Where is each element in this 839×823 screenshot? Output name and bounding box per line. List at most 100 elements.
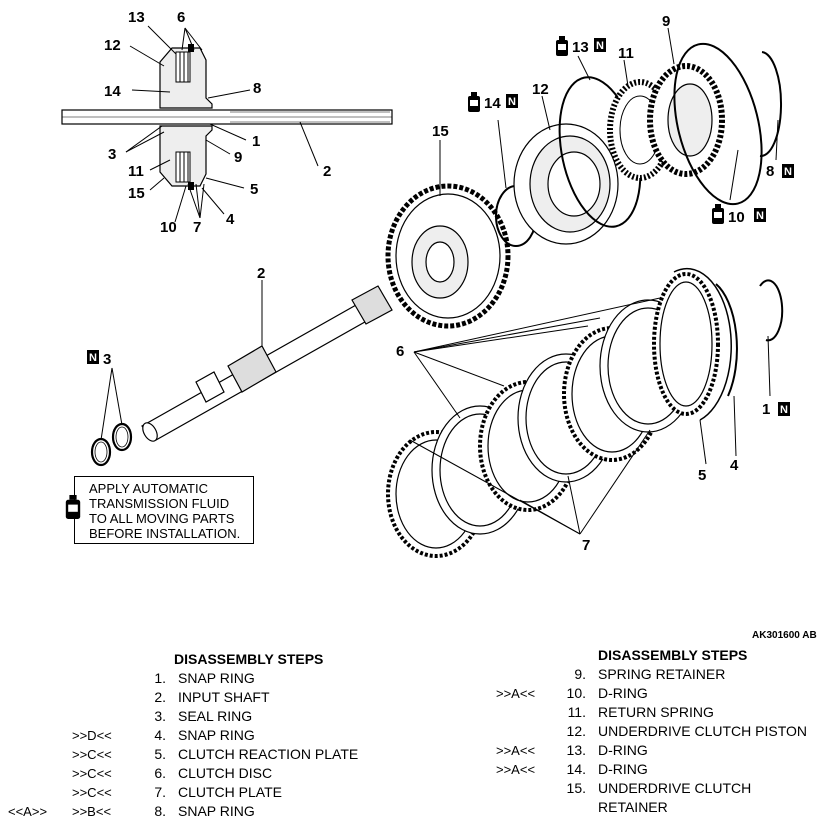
- step-row: >>C<<6.CLUTCH DISC: [8, 764, 358, 783]
- callout-2-shaft: 2: [257, 265, 265, 282]
- step-label: D-RING: [598, 761, 648, 777]
- step-label: UNDERDRIVE CLUTCH: [598, 780, 752, 796]
- step-row: 9.SPRING RETAINER: [496, 665, 807, 684]
- step-label: SNAP RING: [178, 727, 255, 743]
- step-number: 5.: [154, 746, 166, 762]
- reaction-plate-and-snap-rings: [673, 267, 784, 465]
- oilcan-icon-13: [556, 36, 568, 56]
- callout-14: 14: [104, 83, 121, 100]
- svg-text:N: N: [780, 404, 788, 416]
- callout-4-snapring: 4: [730, 457, 739, 474]
- step-label: CLUTCH DISC: [178, 765, 273, 781]
- callout-7: 7: [193, 219, 201, 236]
- callout-9-retainer: 9: [662, 13, 670, 30]
- step-number: 4.: [154, 727, 166, 743]
- callout-8: 8: [253, 80, 261, 97]
- step-row: 3. SEAL RING: [8, 707, 358, 726]
- step-label: SNAP RING: [178, 803, 255, 819]
- callout-13-dring: 13: [572, 39, 589, 56]
- underdrive-clutch-retainer: [385, 140, 511, 329]
- svg-text:N: N: [508, 96, 516, 108]
- step-mark-install: [72, 669, 132, 688]
- figure-id: AK301600 AB: [752, 630, 817, 641]
- exploded-view-diagram: 13 6 12 14 8 1 2 3 9 11 15 5 10 7 4 2 N …: [61, 9, 794, 558]
- callout-2: 2: [323, 163, 331, 180]
- callout-4: 4: [226, 211, 235, 228]
- step-mark-install: [72, 707, 132, 726]
- step-row: >>C<<5.CLUTCH REACTION PLATE: [8, 745, 358, 764]
- step-row: 1. SNAP RING: [8, 669, 358, 688]
- svg-text:N: N: [89, 352, 97, 364]
- step-mark-install: [496, 665, 552, 684]
- callout-5: 5: [250, 181, 258, 198]
- callout-10: 10: [160, 219, 177, 236]
- steps-heading-right: DISASSEMBLY STEPS: [598, 647, 748, 663]
- step-mark-removal: [8, 688, 72, 707]
- step-mark-install: >>B<<: [72, 804, 112, 819]
- step-mark-install: >>A<<: [496, 762, 536, 777]
- callout-1-snapring: 1: [762, 401, 770, 418]
- n-mark-13: [594, 38, 606, 52]
- step-mark-install: >>A<<: [496, 743, 536, 758]
- step-mark-install: [496, 703, 552, 722]
- step-row: 15. UNDERDRIVE CLUTCH: [496, 779, 807, 798]
- disassembly-steps-left: DISASSEMBLY STEPS 1. SNAP RING 2.INPUT SHA…: [8, 650, 358, 821]
- step-label: CLUTCH REACTION PLATE: [178, 746, 359, 762]
- step-mark-removal: [8, 707, 72, 726]
- step-mark-removal: <<A>>: [8, 804, 48, 819]
- step-row: >>A<< 13. D-RING: [496, 741, 807, 760]
- callout-15: 15: [128, 185, 145, 202]
- step-mark-removal: [8, 783, 72, 802]
- step-row: >>A<< 14. D-RING: [496, 760, 807, 779]
- step-mark-install: >>C<<: [72, 785, 112, 800]
- step-number: 7.: [154, 784, 166, 800]
- clutch-pack: [386, 272, 720, 558]
- oilcan-icon: [65, 495, 81, 519]
- step-number: 13.: [566, 742, 586, 758]
- callout-6-disc: 6: [396, 343, 404, 360]
- step-row-continued: RETAINER: [496, 798, 807, 817]
- step-number: 15.: [566, 780, 586, 796]
- step-number: 12.: [566, 723, 586, 739]
- n-mark-3: [87, 350, 99, 364]
- n-mark-10: [754, 208, 766, 222]
- step-mark-install: [496, 722, 552, 741]
- callout-11: 11: [128, 163, 144, 180]
- callout-12-piston: 12: [532, 81, 549, 98]
- n-mark-1: [778, 402, 790, 416]
- callout-6: 6: [177, 9, 185, 26]
- step-number: 1.: [154, 670, 166, 686]
- step-row: 2.INPUT SHAFT: [8, 688, 358, 707]
- step-mark-removal: [8, 669, 72, 688]
- step-label: UNDERDRIVE CLUTCH PISTON: [598, 723, 807, 739]
- callout-3-rings: 3: [103, 351, 111, 368]
- seal-rings: [90, 367, 133, 467]
- step-number: 14.: [566, 761, 586, 777]
- steps-heading-left: DISASSEMBLY STEPS: [174, 651, 324, 667]
- step-row: >>C<<7.CLUTCH PLATE: [8, 783, 358, 802]
- step-row: <<A>> >>B<< 8. SNAP RING: [8, 802, 358, 821]
- step-row: >>D<<4.SNAP RING: [8, 726, 358, 745]
- snap-ring-8: [759, 51, 782, 161]
- step-number: 3.: [154, 708, 166, 724]
- step-label-continued: RETAINER: [598, 799, 668, 815]
- callout-15-retainer: 15: [432, 123, 449, 140]
- oilcan-icon-10: [712, 204, 724, 224]
- atf-note: APPLY AUTOMATIC TRANSMISSION FLUID TO AL…: [65, 476, 254, 544]
- oilcan-icon-14: [468, 92, 480, 112]
- callout-9: 9: [234, 149, 242, 166]
- step-label: SEAL RING: [178, 708, 253, 724]
- step-label: SNAP RING: [178, 670, 255, 686]
- step-number: 8.: [154, 803, 166, 819]
- n-mark-14: [506, 94, 518, 108]
- step-mark-removal: [8, 764, 72, 783]
- step-mark-install: >>A<<: [496, 686, 536, 701]
- step-row: 12. UNDERDRIVE CLUTCH PISTON: [496, 722, 807, 741]
- callout-7-plate: 7: [582, 537, 590, 554]
- step-label: D-RING: [598, 742, 648, 758]
- callout-12: 12: [104, 37, 121, 54]
- callout-5-plate: 5: [698, 467, 706, 484]
- spring-retainer: [647, 27, 725, 177]
- step-row: 11.RETURN SPRING: [496, 703, 807, 722]
- svg-text:N: N: [784, 166, 792, 178]
